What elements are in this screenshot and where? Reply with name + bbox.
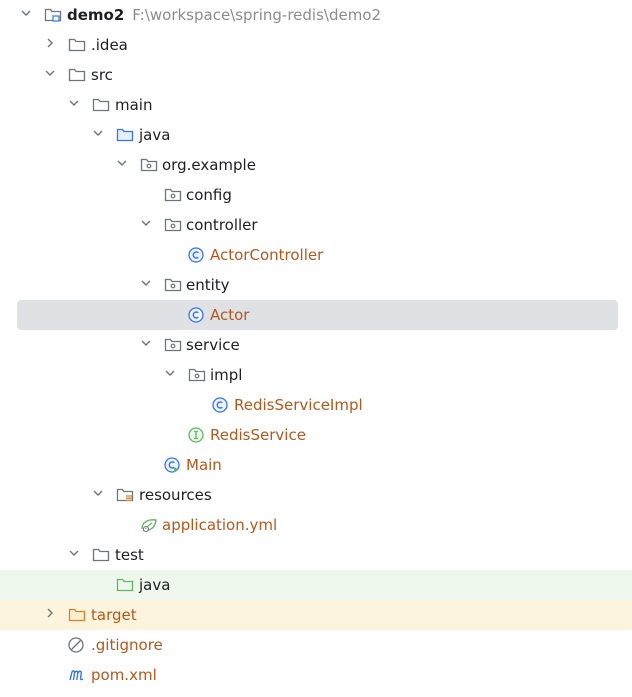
class-icon xyxy=(188,240,206,270)
tree-row-redis-service[interactable]: RedisService xyxy=(0,420,632,450)
module-folder-icon xyxy=(44,0,62,30)
tree-row-test[interactable]: test xyxy=(0,540,632,570)
tree-label: Main xyxy=(186,456,222,474)
tree-row-application-yml[interactable]: application.yml xyxy=(0,510,632,540)
class-icon xyxy=(212,390,230,420)
folder-icon xyxy=(68,60,86,90)
main-class-icon xyxy=(164,450,182,480)
tree-row-controller[interactable]: controller xyxy=(0,210,632,240)
folder-icon xyxy=(92,540,110,570)
package-icon xyxy=(164,270,182,300)
tree-label: src xyxy=(91,66,113,84)
tree-row-org-example[interactable]: org.example xyxy=(0,150,632,180)
spring-leaf-icon xyxy=(140,510,158,540)
package-icon xyxy=(164,180,182,210)
tree-row-redis-service-impl[interactable]: RedisServiceImpl xyxy=(0,390,632,420)
tree-label: Actor xyxy=(210,306,250,324)
tree-label: service xyxy=(186,336,240,354)
tree-row-idea[interactable]: .idea xyxy=(0,30,632,60)
tree-label: resources xyxy=(139,486,212,504)
tree-label: target xyxy=(91,606,137,624)
chevron-down-icon[interactable] xyxy=(20,0,36,30)
class-icon xyxy=(188,300,206,330)
interface-icon xyxy=(188,420,206,450)
tree-row-target[interactable]: target xyxy=(0,600,632,630)
folder-icon xyxy=(92,90,110,120)
tree-row-entity[interactable]: entity xyxy=(0,270,632,300)
tree-row-test-java[interactable]: java xyxy=(0,570,632,600)
tree-label: entity xyxy=(186,276,230,294)
tree-label: controller xyxy=(186,216,258,234)
chevron-down-icon[interactable] xyxy=(44,60,60,90)
excluded-folder-icon xyxy=(68,600,86,630)
maven-icon xyxy=(68,660,86,690)
tree-label: RedisService xyxy=(210,426,306,444)
tree-row-service[interactable]: service xyxy=(0,330,632,360)
tree-row-config[interactable]: config xyxy=(0,180,632,210)
tree-label: application.yml xyxy=(162,516,278,534)
test-source-folder-icon xyxy=(116,570,134,600)
chevron-down-icon[interactable] xyxy=(140,210,156,240)
tree-label: pom.xml xyxy=(91,666,157,684)
tree-label: .idea xyxy=(91,36,128,54)
tree-label: config xyxy=(186,186,232,204)
chevron-down-icon[interactable] xyxy=(68,90,84,120)
tree-label: .gitignore xyxy=(91,636,163,654)
tree-label: ActorController xyxy=(210,246,324,264)
chevron-down-icon[interactable] xyxy=(68,540,84,570)
package-icon xyxy=(164,210,182,240)
package-icon xyxy=(188,360,206,390)
tree-label: java xyxy=(139,576,171,594)
project-path: F:\workspace\spring-redis\demo2 xyxy=(132,6,382,24)
package-icon xyxy=(140,150,158,180)
tree-label: test xyxy=(115,546,144,564)
tree-row-resources[interactable]: resources xyxy=(0,480,632,510)
chevron-down-icon[interactable] xyxy=(164,360,180,390)
tree-row-gitignore[interactable]: .gitignore xyxy=(0,630,632,660)
tree-row-actor-controller[interactable]: ActorController xyxy=(0,240,632,270)
tree-row-pom[interactable]: pom.xml xyxy=(0,660,632,690)
tree-row-impl[interactable]: impl xyxy=(0,360,632,390)
tree-label: java xyxy=(139,126,171,144)
chevron-right-icon[interactable] xyxy=(44,600,60,630)
chevron-down-icon[interactable] xyxy=(116,150,132,180)
tree-label: impl xyxy=(210,366,243,384)
tree-row-actor[interactable]: Actor xyxy=(17,300,618,330)
tree-label: main xyxy=(115,96,153,114)
tree-row-main-class[interactable]: Main xyxy=(0,450,632,480)
ignore-file-icon xyxy=(68,630,86,660)
chevron-down-icon[interactable] xyxy=(92,120,108,150)
tree-label: RedisServiceImpl xyxy=(234,396,363,414)
chevron-down-icon[interactable] xyxy=(92,480,108,510)
folder-icon xyxy=(68,30,86,60)
source-folder-icon xyxy=(116,120,134,150)
package-icon xyxy=(164,330,182,360)
chevron-down-icon[interactable] xyxy=(140,270,156,300)
tree-row-main[interactable]: main xyxy=(0,90,632,120)
tree-row-src[interactable]: src xyxy=(0,60,632,90)
resources-folder-icon xyxy=(116,480,134,510)
tree-row-java[interactable]: java xyxy=(0,120,632,150)
chevron-down-icon[interactable] xyxy=(140,330,156,360)
chevron-right-icon[interactable] xyxy=(44,30,60,60)
tree-label: org.example xyxy=(162,156,256,174)
